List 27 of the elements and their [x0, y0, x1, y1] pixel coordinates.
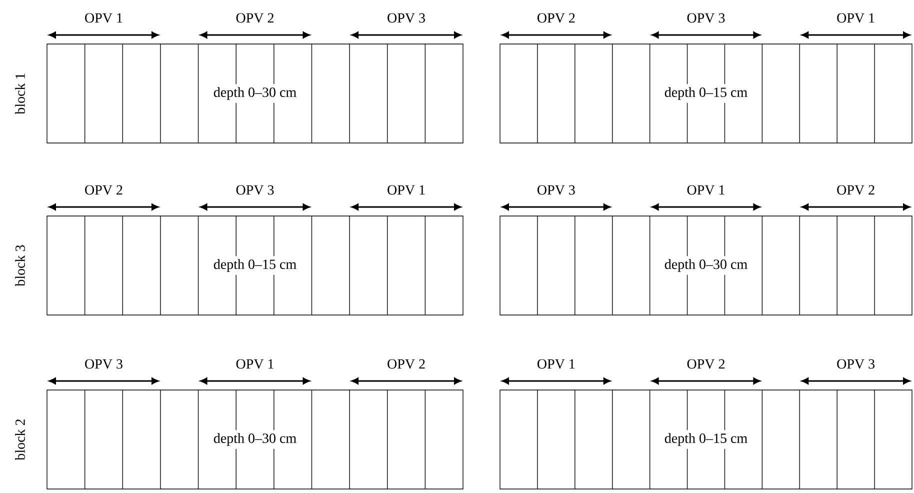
plot-label: OPV 2: [837, 185, 874, 195]
plot-label: OPV 3: [538, 185, 575, 195]
plot-panel: depth 0–30 cm: [500, 216, 912, 316]
block-label: block 1: [15, 74, 25, 114]
plot-label: OPV 3: [85, 359, 122, 369]
plot-label: OPV 1: [85, 13, 122, 23]
plot-label: OPV 2: [687, 359, 724, 369]
plot-label: OPV 1: [837, 13, 874, 23]
plot-label: OPV 3: [236, 185, 274, 195]
plot-label: OPV 3: [388, 13, 425, 23]
plot-panel: depth 0–15 cm: [500, 390, 912, 490]
plot-label: OPV 1: [687, 185, 724, 195]
plot-label: OPV 3: [687, 13, 725, 23]
plot-label: OPV 2: [388, 359, 425, 369]
plot-panel: depth 0–15 cm: [500, 44, 912, 144]
plot-label: OPV 3: [837, 359, 875, 369]
plot-label: OPV 2: [236, 13, 274, 23]
plot-label: OPV 2: [85, 185, 122, 195]
plot-panel: depth 0–30 cm: [46, 390, 464, 490]
plot-panel: depth 0–15 cm: [46, 216, 464, 316]
plot-label: OPV 1: [538, 359, 575, 369]
plot-label: OPV 1: [236, 359, 274, 369]
plot-label: OPV 2: [538, 13, 575, 23]
block-label: block 3: [15, 245, 25, 286]
plot-panel: depth 0–30 cm: [46, 44, 464, 144]
plot-label: OPV 1: [388, 185, 425, 195]
block-label: block 2: [15, 419, 25, 460]
